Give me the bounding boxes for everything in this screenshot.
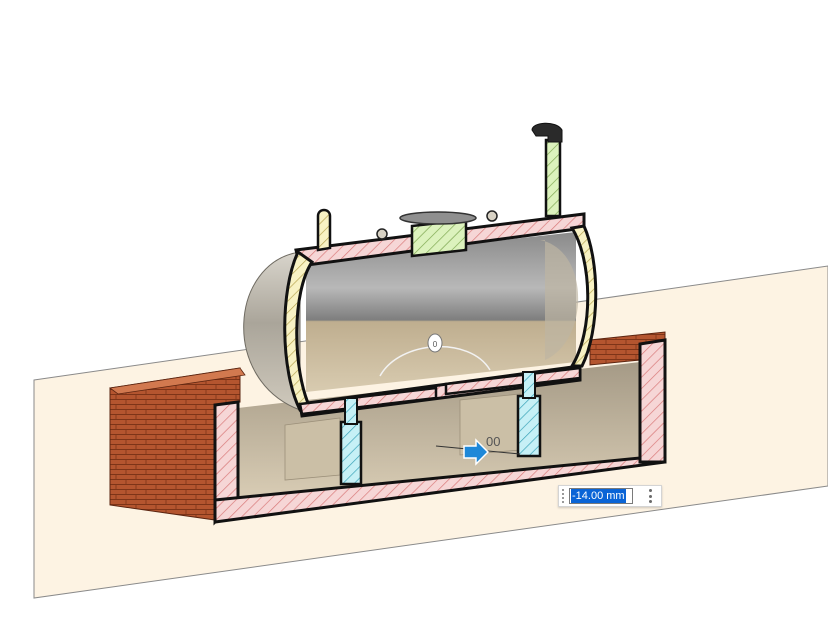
rotate-handle-icon[interactable]: 0 [427,333,443,353]
inner-block-left [284,417,341,481]
dimension-input[interactable] [569,488,633,504]
tank-inner-head [540,240,579,360]
ghost-dimension-label: 00 [486,434,501,449]
manhole-cover [399,211,477,225]
menu-dots-icon[interactable] [645,489,655,503]
brick-top-left [108,367,246,395]
lug-small-1 [376,228,388,240]
svg-text:0: 0 [433,340,438,349]
support-column-left-neck [344,397,358,425]
manhole-nozzle [410,218,468,258]
support-column-right [516,394,542,458]
saddle-plate-left [298,386,438,416]
grip-handle-icon[interactable] [559,486,567,506]
lug-small-2 [486,210,498,222]
vent-pipe-elbow [531,122,563,143]
lifting-lug-left [316,208,332,252]
support-column-left [339,420,363,486]
tank-interior [306,232,576,392]
drag-arrow-icon[interactable] [463,438,490,466]
vent-pipe [544,138,562,218]
pit-wall-right [638,338,667,464]
support-column-right-neck [522,371,536,399]
tank-head-right [569,224,598,368]
